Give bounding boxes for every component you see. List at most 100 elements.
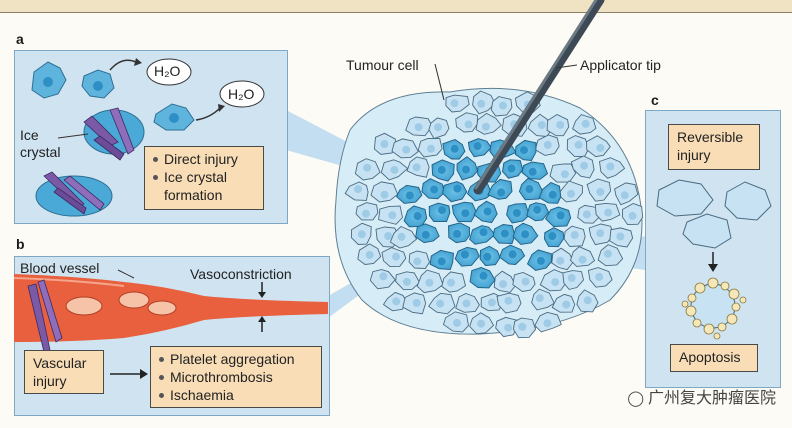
cell-nucleus [548,232,557,241]
cell-nucleus [412,163,421,172]
cell-nucleus [414,123,423,132]
cell-nucleus [357,230,366,239]
vasoconstriction-label: Vasoconstriction [190,266,292,282]
vascular-injury-box: Vascular injury [24,350,104,394]
bullet-icon [159,392,164,398]
cell-nucleus [499,101,507,110]
cell-nucleus [543,140,552,149]
panel-a-cells [31,58,265,217]
bullet-icon [159,374,164,380]
effect-ice-crystal: Ice crystal [153,168,255,186]
cell-nucleus [504,296,513,305]
cell-nucleus [521,277,530,286]
cell-nucleus [430,185,439,194]
cell-nucleus [437,257,446,266]
cell-nucleus [628,211,637,220]
cell-nucleus [556,211,565,220]
h2o-label-2: H₂O [228,86,255,102]
cell-nucleus [537,121,546,129]
panel-a-effects-box: Direct injury Ice crystal formation [144,146,264,210]
cell-nucleus [556,120,565,129]
apoptosis-box: Apoptosis [670,344,758,372]
panel-a-tag: a [16,31,24,47]
cell-nucleus [521,230,530,239]
panel-c-cells [656,179,772,340]
cell-nucleus [425,278,434,287]
blood-vessel-label: Blood vessel [20,260,100,276]
cell-nucleus [536,256,545,265]
cell-nucleus [363,163,372,172]
reversible-injury-box: Reversible injury [668,124,760,170]
cell-nucleus [596,143,605,152]
cell-nucleus [462,165,470,174]
cell-nucleus [596,187,605,196]
cell-nucleus [402,145,411,154]
cell-nucleus [487,298,496,307]
vascular-injury-line2: injury [33,373,67,389]
cell-nucleus [533,205,542,214]
cell-nucleus [447,278,455,287]
panel-c-tag: c [651,92,659,108]
cell-nucleus [397,232,406,241]
wechat-icon: ◯ [627,389,644,407]
panel-b-tag: b [16,236,25,252]
vascular-injury-line1: Vascular [33,355,87,371]
cell-nucleus [405,191,414,200]
cell-nucleus [392,252,400,261]
cell-nucleus [413,212,422,221]
panel-b-effects-box: Platelet aggregation Microthrombosis Isc… [150,346,322,408]
cell-nucleus [582,210,591,219]
cell-nucleus [595,272,604,281]
cell-nucleus [462,299,471,308]
bullet-icon [159,356,164,362]
reversible-injury-line1: Reversible [677,129,744,145]
cell-nucleus [512,209,521,217]
cell-nucleus [437,165,446,174]
cell-nucleus [497,188,506,197]
cell-nucleus [620,191,629,200]
cell-nucleus [500,229,509,238]
cell-nucleus [578,255,587,264]
cell-nucleus [508,250,517,259]
cell-nucleus [453,184,462,193]
ice-crystal-label-line2: crystal [20,144,61,160]
cell-nucleus [525,185,534,193]
applicator-tip-label: Applicator tip [580,57,661,73]
h2o-label-1: H₂O [154,63,181,79]
cell-nucleus [388,211,397,220]
panel-b-vessel [13,269,328,379]
cell-nucleus [436,299,445,308]
cell-nucleus [504,323,513,332]
cell-nucleus [556,256,565,265]
cell-nucleus [518,322,527,331]
cell-nucleus [603,249,612,258]
effect-direct-injury: Direct injury [153,150,255,168]
effect-platelet-aggregation: Platelet aggregation [159,350,313,368]
cell-nucleus [453,318,461,327]
cell-nucleus [483,252,492,261]
cell-nucleus [520,146,528,155]
tumour-cell-label: Tumour cell [346,57,419,73]
cell-nucleus [450,99,459,108]
watermark-text: ◯广州复大肿瘤医院 [627,388,776,407]
cell-nucleus [528,167,537,176]
cell-nucleus [450,144,459,153]
bullet-icon [153,156,158,162]
light-tumour-cell [475,112,502,135]
cell-nucleus [604,208,613,217]
effect-ischaemia: Ischaemia [159,386,313,404]
cell-nucleus [551,278,560,287]
cell-nucleus [390,165,399,174]
cell-nucleus [413,257,422,266]
cell-nucleus [379,272,388,281]
cell-nucleus [548,190,557,199]
cell-nucleus [507,164,516,173]
cell-nucleus [365,250,374,259]
cell-nucleus [354,185,363,194]
cell-nucleus [380,190,389,199]
cell-nucleus [461,209,470,218]
cell-nucleus [453,229,462,238]
cell-nucleus [481,122,490,131]
cell-nucleus [567,273,576,282]
cell-nucleus [562,300,571,309]
